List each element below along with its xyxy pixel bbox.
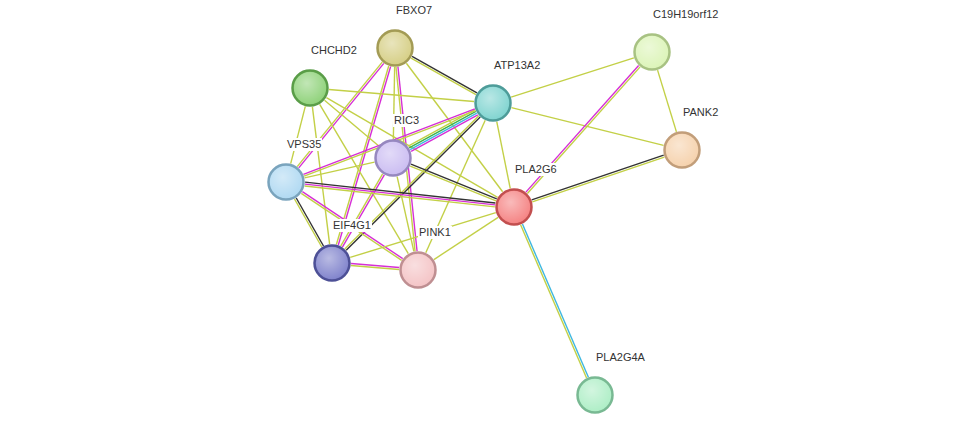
node-circle xyxy=(474,84,512,122)
protein-node: PINK1 xyxy=(399,251,437,289)
interaction-edge xyxy=(393,67,394,139)
evidence-strand xyxy=(291,106,306,163)
interaction-edge xyxy=(350,213,496,258)
evidence-strand xyxy=(301,193,401,260)
evidence-strand xyxy=(351,266,399,270)
evidence-strand xyxy=(411,164,497,199)
node-label: PINK1 xyxy=(418,226,452,239)
interaction-edge xyxy=(497,122,510,189)
node-circle xyxy=(374,139,412,177)
node-label: C19H19orf12 xyxy=(652,8,719,21)
evidence-strand xyxy=(393,67,394,139)
node-circle xyxy=(291,69,329,107)
evidence-strand xyxy=(350,213,496,258)
interaction-edge xyxy=(305,162,375,178)
protein-node: RIC3 xyxy=(374,139,412,177)
protein-node: EIF4G1 xyxy=(313,244,351,282)
node-circle xyxy=(399,251,437,289)
evidence-strand xyxy=(305,184,495,205)
node-label: EIF4G1 xyxy=(332,219,372,232)
evidence-strand xyxy=(521,225,587,378)
node-label: VPS35 xyxy=(286,138,322,151)
node-circle xyxy=(495,188,533,226)
interaction-edge xyxy=(305,182,496,207)
protein-node: FBXO7 xyxy=(376,29,414,67)
protein-node: VPS35 xyxy=(267,163,305,201)
node-label: PLA2G4A xyxy=(595,351,646,364)
node-label: ATP13A2 xyxy=(493,59,541,72)
node-circle xyxy=(313,244,351,282)
node-circle xyxy=(576,376,614,414)
evidence-strand xyxy=(497,122,510,189)
interaction-edge xyxy=(658,70,677,132)
interaction-edge xyxy=(521,224,589,378)
evidence-strand xyxy=(329,90,474,102)
node-circle xyxy=(267,163,305,201)
protein-node: ATP13A2 xyxy=(474,84,512,122)
node-label: FBXO7 xyxy=(395,4,433,17)
evidence-strand xyxy=(342,175,384,247)
protein-node: C19H19orf12 xyxy=(633,33,671,71)
interaction-edge xyxy=(351,264,399,270)
evidence-strand xyxy=(522,224,588,377)
evidence-strand xyxy=(305,162,375,178)
evidence-strand xyxy=(305,186,495,207)
node-circle xyxy=(376,29,414,67)
node-label: PLA2G6 xyxy=(514,163,558,176)
evidence-strand xyxy=(412,56,477,92)
evidence-strand xyxy=(532,155,664,200)
interaction-edge xyxy=(341,174,385,247)
evidence-strand xyxy=(305,182,495,203)
protein-node: PLA2G6 xyxy=(495,188,533,226)
protein-node: PANK2 xyxy=(663,131,701,169)
evidence-strand xyxy=(341,174,383,246)
evidence-strand xyxy=(302,192,402,259)
interaction-edge xyxy=(291,106,306,163)
node-label: PANK2 xyxy=(682,106,719,119)
interaction-edge xyxy=(411,56,477,94)
node-label: RIC3 xyxy=(393,114,420,127)
interaction-edge xyxy=(301,192,402,261)
evidence-strand xyxy=(411,58,476,94)
node-circle xyxy=(633,33,671,71)
node-circle xyxy=(663,131,701,169)
interaction-edge xyxy=(329,90,474,102)
evidence-strand xyxy=(304,111,475,176)
protein-node: CHCHD2 xyxy=(291,69,329,107)
evidence-strand xyxy=(658,70,677,132)
protein-node: PLA2G4A xyxy=(576,376,614,414)
evidence-strand xyxy=(295,199,322,247)
interaction-edge xyxy=(303,109,475,176)
node-label: CHCHD2 xyxy=(310,44,358,57)
